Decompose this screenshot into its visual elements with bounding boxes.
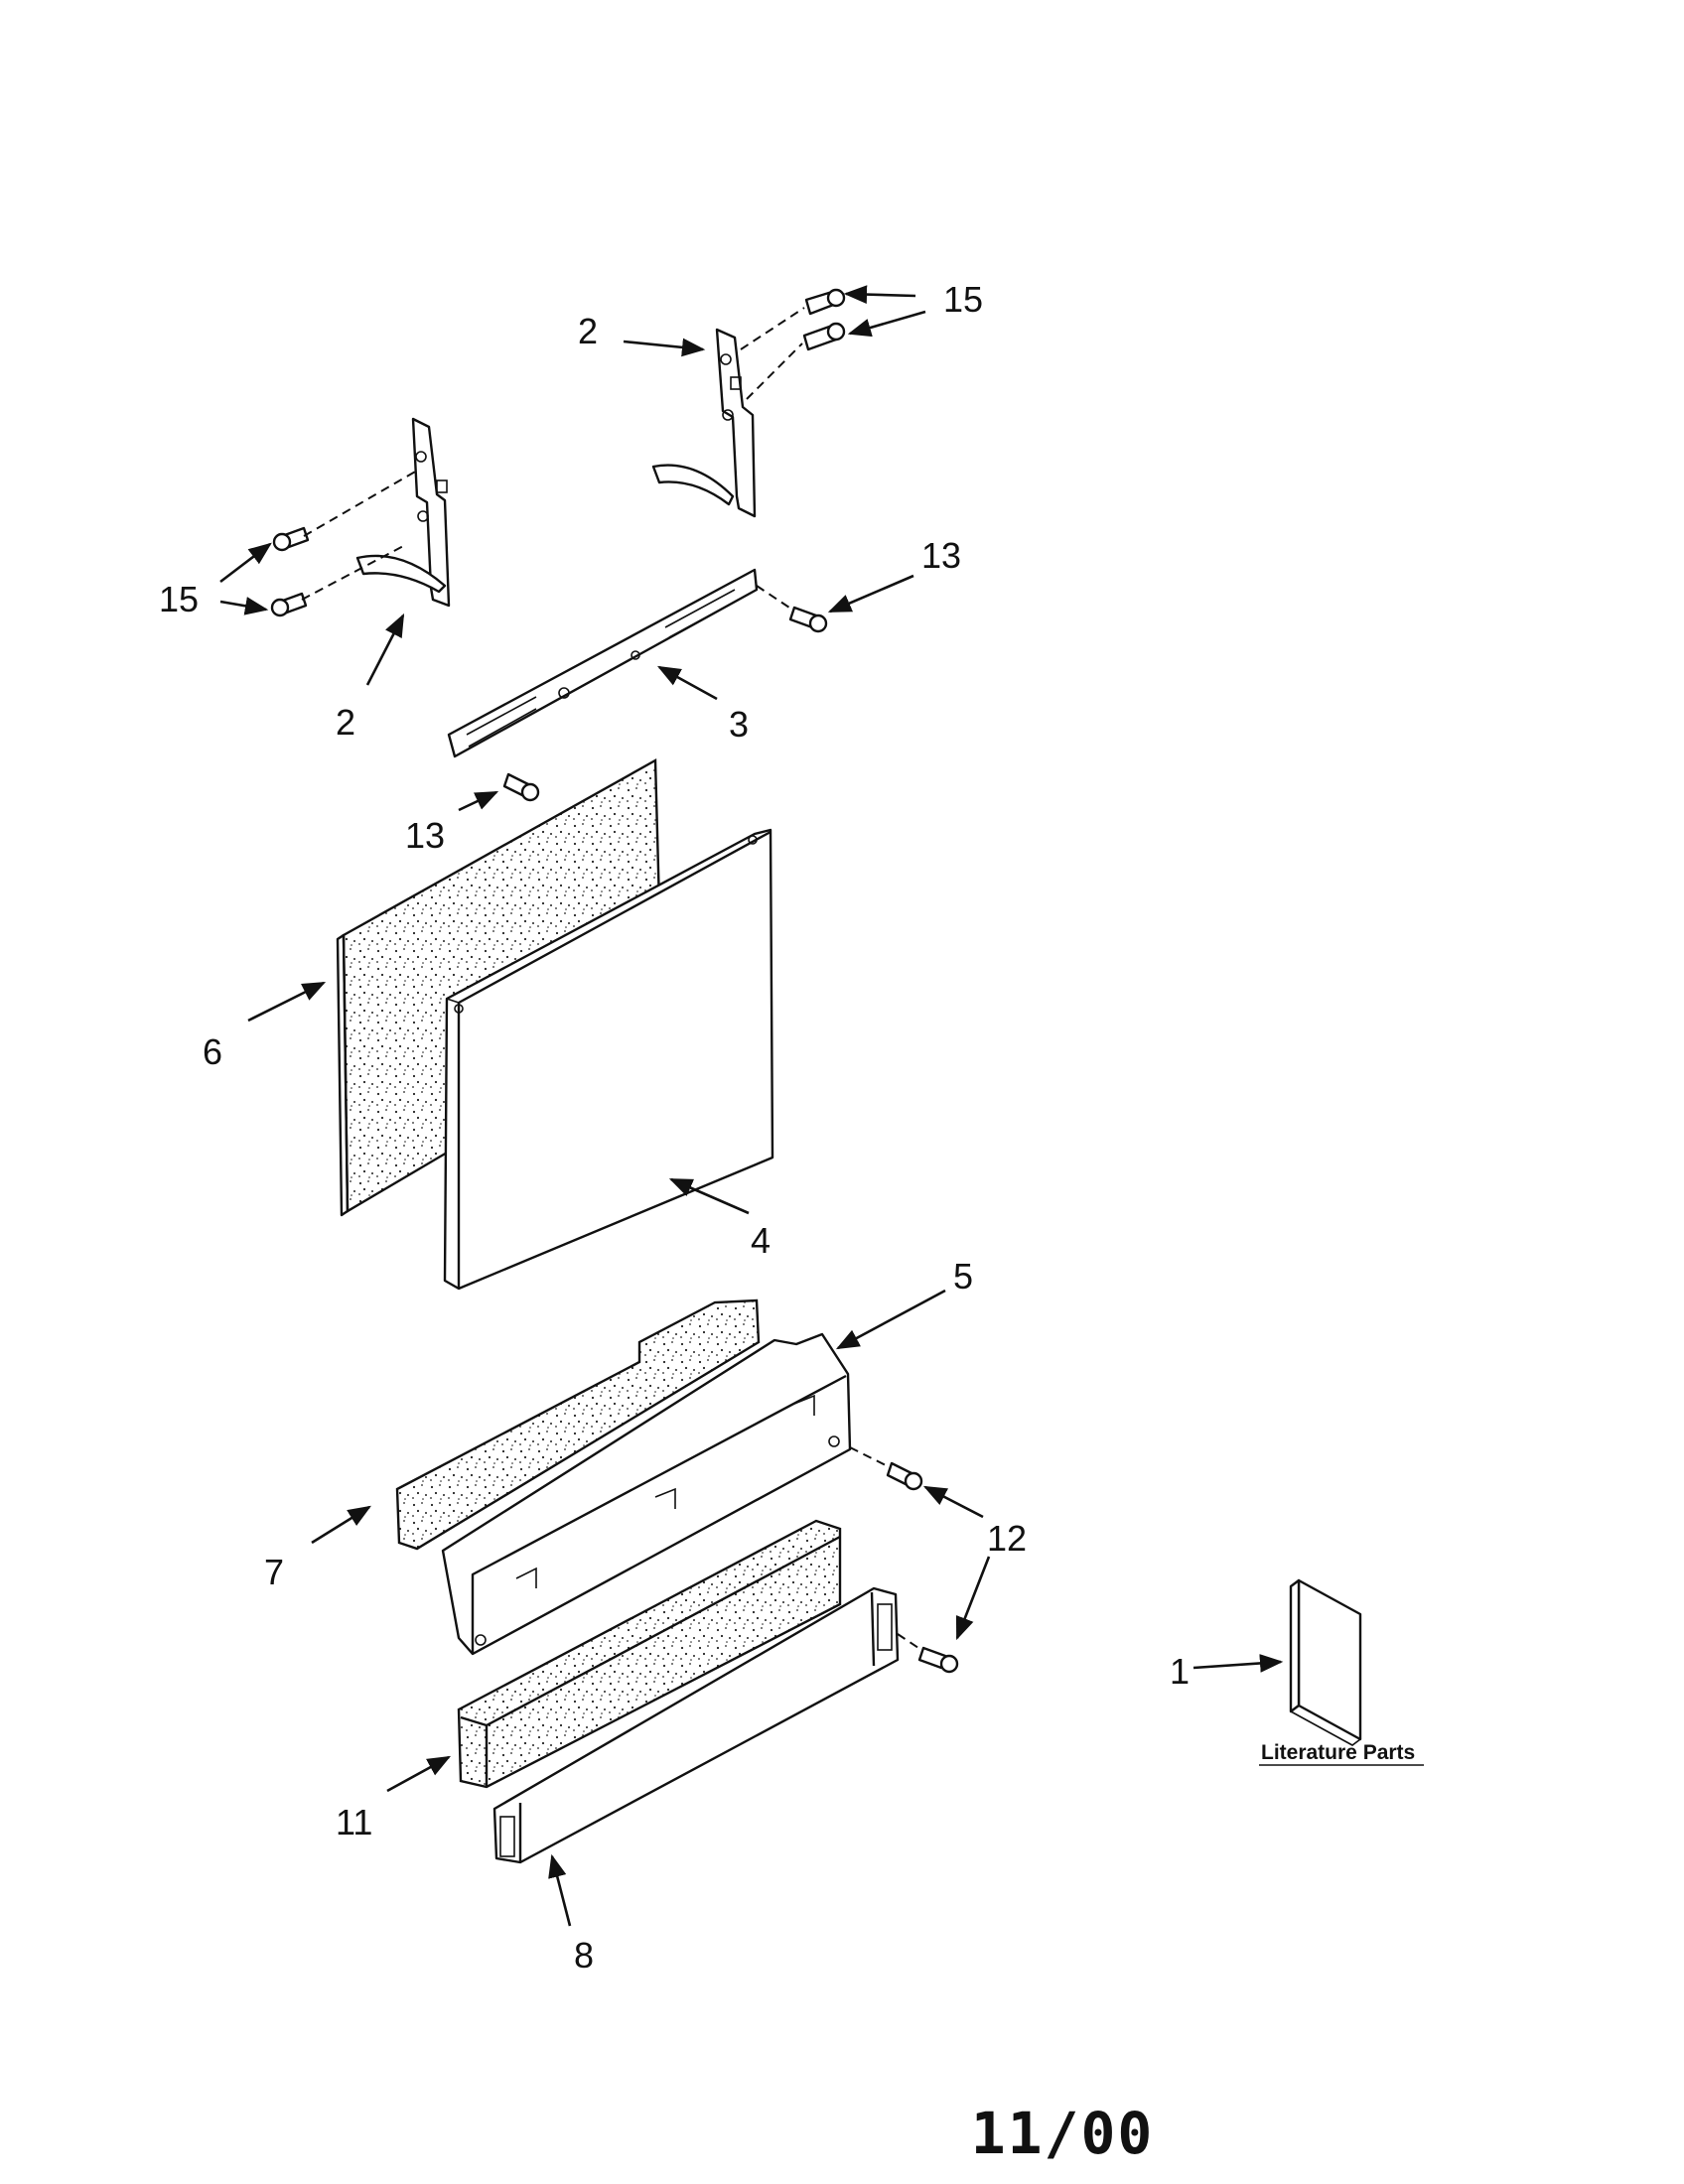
screw-15-left [270, 526, 310, 617]
dashed-guide-line [897, 1633, 922, 1651]
arrow-5 [835, 1289, 946, 1350]
dashed-guide-line [756, 585, 793, 611]
callout-13-lower: 13 [405, 815, 445, 856]
arrow-2-upper [623, 338, 706, 357]
leader-arrows [219, 285, 1284, 1927]
callout-labels: 15 2 15 2 13 3 13 6 4 5 7 12 11 8 1 Lite… [159, 279, 1415, 1976]
callout-1: 1 [1170, 1651, 1190, 1692]
literature-booklet [1289, 1578, 1362, 1746]
arrow-4 [668, 1177, 750, 1215]
arrow-11 [386, 1755, 452, 1793]
arrow-15-upper-a [843, 285, 916, 304]
screw-12-lower [917, 1646, 959, 1674]
screw-12-upper [886, 1461, 923, 1491]
dashed-guide-line [301, 543, 408, 601]
callout-15-upper: 15 [943, 279, 983, 320]
literature-parts-label: Literature Parts [1261, 1741, 1415, 1764]
callout-12: 12 [987, 1518, 1027, 1559]
arrow-12-lower [955, 1556, 991, 1641]
arrow-8 [548, 1853, 572, 1927]
arrow-3 [656, 665, 718, 701]
dashed-guide-line [849, 1446, 891, 1468]
hinge-bracket-right [651, 328, 757, 518]
arrow-15-left-a [219, 542, 272, 584]
support-bar [447, 568, 759, 758]
door-panel [443, 828, 774, 1291]
foam-block [457, 1519, 842, 1789]
arrow-15-left-b [219, 597, 269, 615]
callout-4: 4 [751, 1220, 771, 1261]
screw-15-upper-right [802, 288, 846, 351]
arrow-2-lower [365, 613, 405, 686]
insulation-strip-upper [395, 1298, 761, 1551]
arrow-1 [1193, 1654, 1284, 1673]
callout-3: 3 [729, 704, 749, 745]
screw-13-right [788, 606, 828, 633]
hinge-bracket-left [355, 417, 451, 608]
callout-15-left: 15 [159, 579, 199, 619]
arrow-13-lower [458, 790, 499, 812]
kick-plate-bracket [441, 1332, 852, 1656]
dashed-guide-line [740, 307, 805, 350]
callout-5: 5 [953, 1256, 973, 1297]
callout-7: 7 [264, 1552, 284, 1592]
arrow-7 [311, 1505, 371, 1545]
arrow-15-upper-b [847, 310, 926, 338]
dashed-guide-line [746, 342, 803, 400]
kick-plate [492, 1586, 900, 1864]
arrow-12-upper [922, 1485, 984, 1519]
callout-11: 11 [336, 1802, 372, 1843]
callout-2-lower: 2 [336, 702, 355, 743]
arrow-6 [247, 981, 327, 1023]
callout-8: 8 [574, 1935, 594, 1976]
callout-13-upper: 13 [921, 535, 961, 576]
dashed-guide-line [303, 470, 418, 537]
revision-date-code: 11/00 [970, 2100, 1155, 2167]
callout-2-upper: 2 [578, 311, 598, 351]
screw-13-left [502, 772, 540, 802]
arrow-13-upper [827, 574, 914, 614]
callout-6: 6 [203, 1031, 222, 1072]
